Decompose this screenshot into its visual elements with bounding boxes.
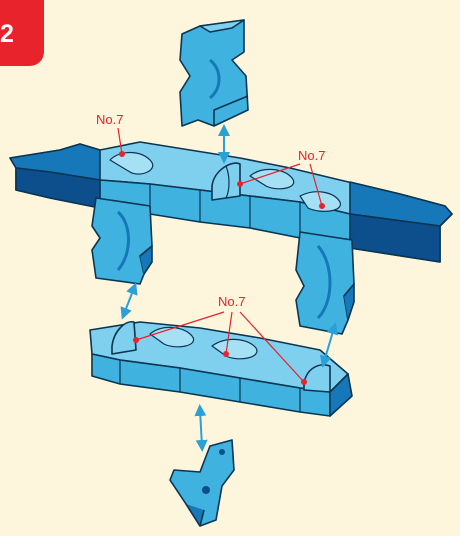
upper-beam	[10, 142, 452, 262]
top-connector-piece	[180, 20, 248, 126]
callout-label: No.7	[298, 148, 325, 163]
left-leg-piece	[92, 198, 152, 284]
callout-label: No.7	[218, 294, 245, 309]
lower-beam	[90, 322, 352, 416]
bottom-connector-piece	[170, 440, 234, 526]
callout-label: No.7	[96, 112, 123, 127]
arrow-left	[124, 288, 134, 314]
right-leg-piece	[296, 232, 354, 334]
arrow-bottom	[200, 410, 202, 446]
